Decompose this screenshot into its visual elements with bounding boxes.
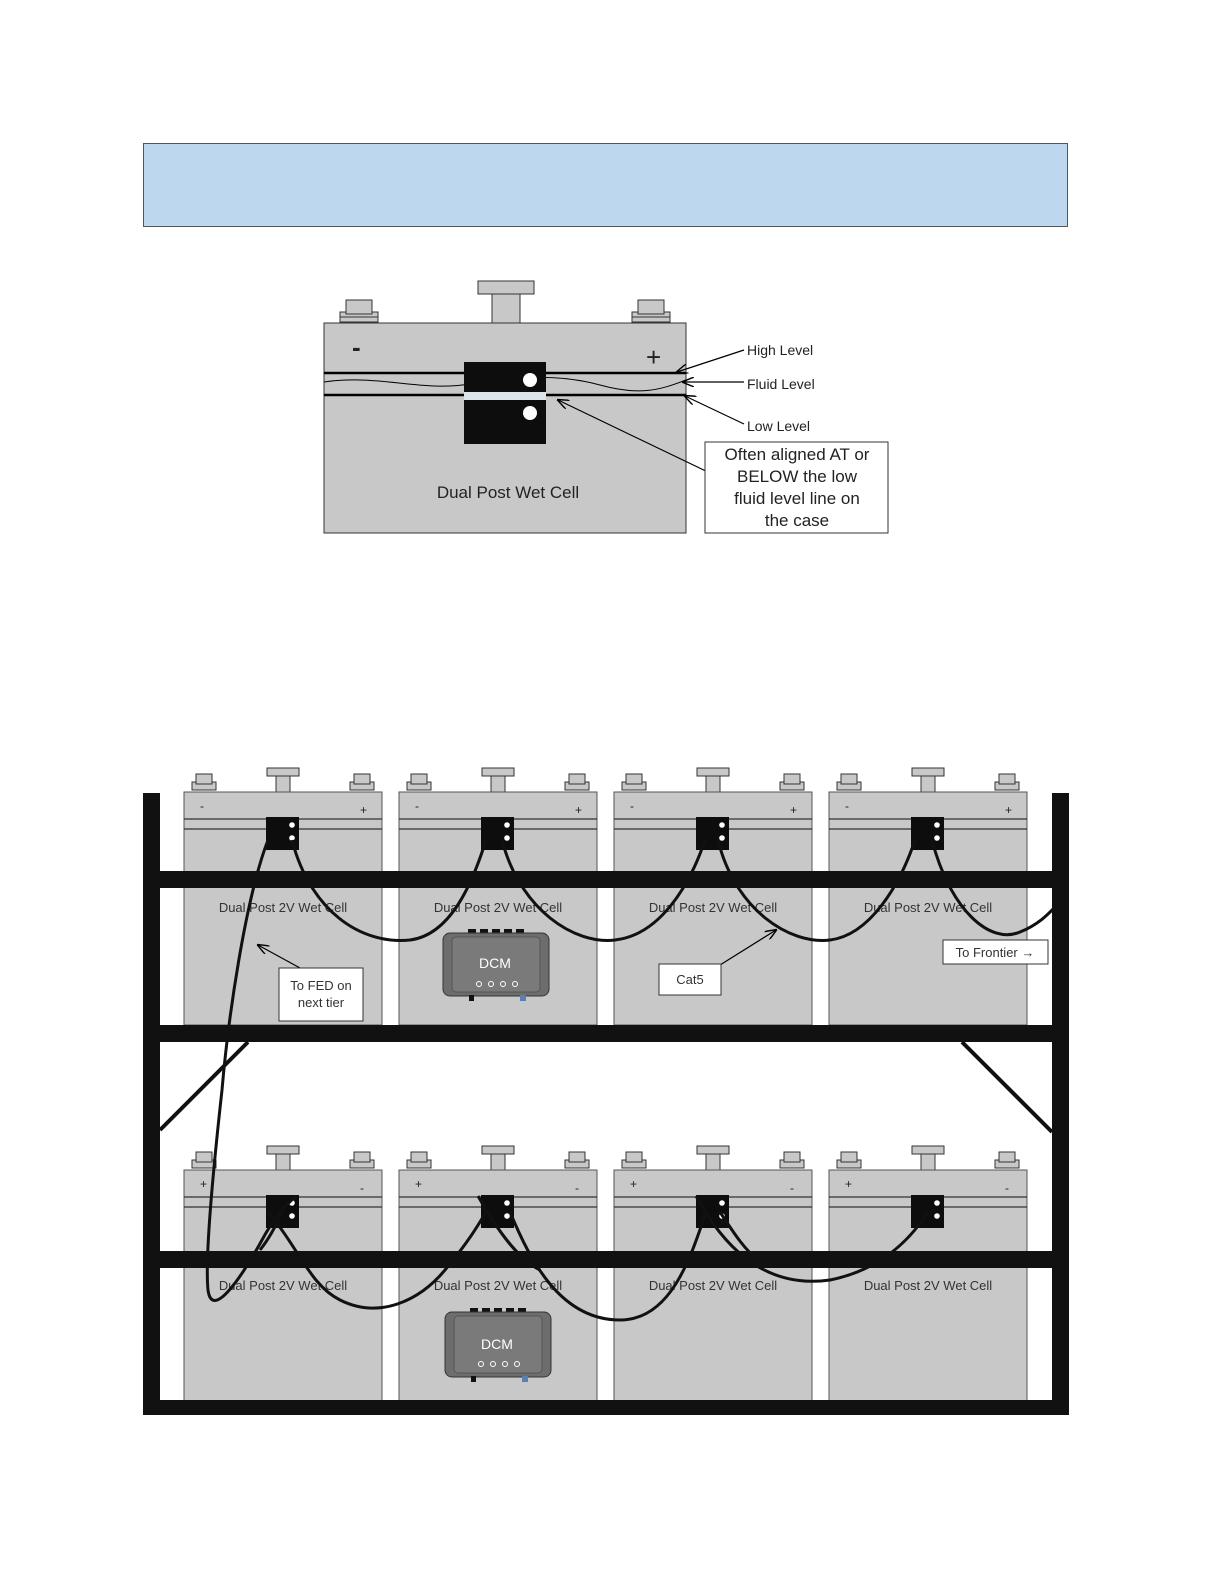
high-level-label: High Level: [747, 342, 813, 358]
terminal-sign-right: +: [1005, 803, 1012, 817]
sensor-icon: [696, 817, 729, 850]
rack-frame: [143, 793, 1069, 1415]
terminal-sign-right: -: [790, 1181, 794, 1195]
callout-arrow: [558, 400, 713, 475]
terminal-sign-right: +: [790, 803, 797, 817]
rack-braces: [158, 1040, 1054, 1134]
plus-sign: +: [646, 342, 661, 372]
terminal-sign-right: +: [575, 803, 582, 817]
callout-line-3: fluid level line on: [734, 489, 860, 508]
callout-to-frontier: To Frontier →: [942, 939, 1049, 965]
sensor-icon: [911, 1195, 944, 1228]
terminal-sign-right: +: [360, 803, 367, 817]
cat5-cables: [205, 839, 1058, 1322]
terminal-sign-right: -: [360, 1181, 364, 1195]
callout-line-2: BELOW the low: [737, 467, 858, 486]
sensor-block: [464, 362, 546, 444]
cell-label: Dual Post 2V Wet Cell: [649, 1278, 777, 1293]
low-level-label: Low Level: [747, 418, 810, 434]
sensor-icon: [481, 817, 514, 850]
terminal-sign-left: +: [415, 1177, 422, 1191]
cell-label: Dual Post 2V Wet Cell: [434, 900, 562, 915]
terminal-sign-left: -: [630, 799, 634, 813]
terminal-sign-left: +: [845, 1177, 852, 1191]
dcm-label-bottom: DCM: [481, 1336, 513, 1352]
terminal-sign-right: -: [1005, 1181, 1009, 1195]
cell-bottom-2: + - Dual Post 2V Wet Cell: [398, 1145, 598, 1403]
low-level-arrow: [685, 396, 745, 425]
callout-box: [704, 441, 889, 534]
callout-line-1: Often aligned AT or: [725, 445, 870, 464]
terminal-sign-left: -: [415, 799, 419, 813]
cell-label: Dual Post 2V Wet Cell: [649, 900, 777, 915]
dcm-module-bottom: DCM: [444, 1308, 552, 1382]
cell-label: Dual Post 2V Wet Cell: [219, 1278, 347, 1293]
dcm-label-top: DCM: [479, 955, 511, 971]
cell-top-2: - + Dual Post 2V Wet Cell: [398, 767, 598, 1026]
cell-top-4: -+Dual Post 2V Wet Cell: [828, 767, 1028, 1026]
cell-bottom-4: + - Dual Post 2V Wet Cell: [828, 1145, 1028, 1403]
callout-cat5: Cat5: [658, 930, 776, 996]
fluid-level-label: Fluid Level: [747, 376, 815, 392]
dcm-module-top: DCM: [442, 929, 550, 1001]
bottom-tier-cells: + - Dual Post 2V Wet Cell + - Dual Post 2V We…: [183, 1145, 1028, 1403]
to-fed-line-1: To FED on: [290, 978, 351, 993]
terminal-sign-left: -: [200, 799, 204, 813]
callout-to-fed: To FED on next tier: [258, 945, 364, 1022]
terminal-sign-left: +: [200, 1177, 207, 1191]
to-frontier-label: To Frontier →: [956, 945, 1035, 960]
rack-diagram: - + Dual Post 2V Wet Cell - + Dual Post 2V We…: [143, 767, 1069, 1415]
terminal-sign-left: +: [630, 1177, 637, 1191]
terminal-sign-right: -: [575, 1181, 579, 1195]
vent-cap: [477, 280, 535, 325]
single-cell-diagram: - + Dual Post Wet Cell High Level Fluid …: [323, 280, 889, 534]
negative-post: [339, 299, 379, 323]
cell-label: Dual Post 2V Wet Cell: [434, 1278, 562, 1293]
sensor-icon: [911, 817, 944, 850]
cell-label: Dual Post 2V Wet Cell: [864, 1278, 992, 1293]
positive-post: [631, 299, 671, 323]
header-band: [143, 143, 1068, 227]
high-level-arrow: [677, 349, 745, 372]
minus-sign: -: [352, 332, 361, 362]
to-fed-line-2: next tier: [298, 995, 345, 1010]
terminal-sign-left: -: [845, 799, 849, 813]
cat5-label: Cat5: [676, 972, 703, 987]
callout-line-4: the case: [765, 511, 829, 530]
cell-bottom-3: + - Dual Post 2V Wet Cell: [613, 1145, 813, 1403]
cell-label: Dual Post Wet Cell: [437, 483, 579, 502]
